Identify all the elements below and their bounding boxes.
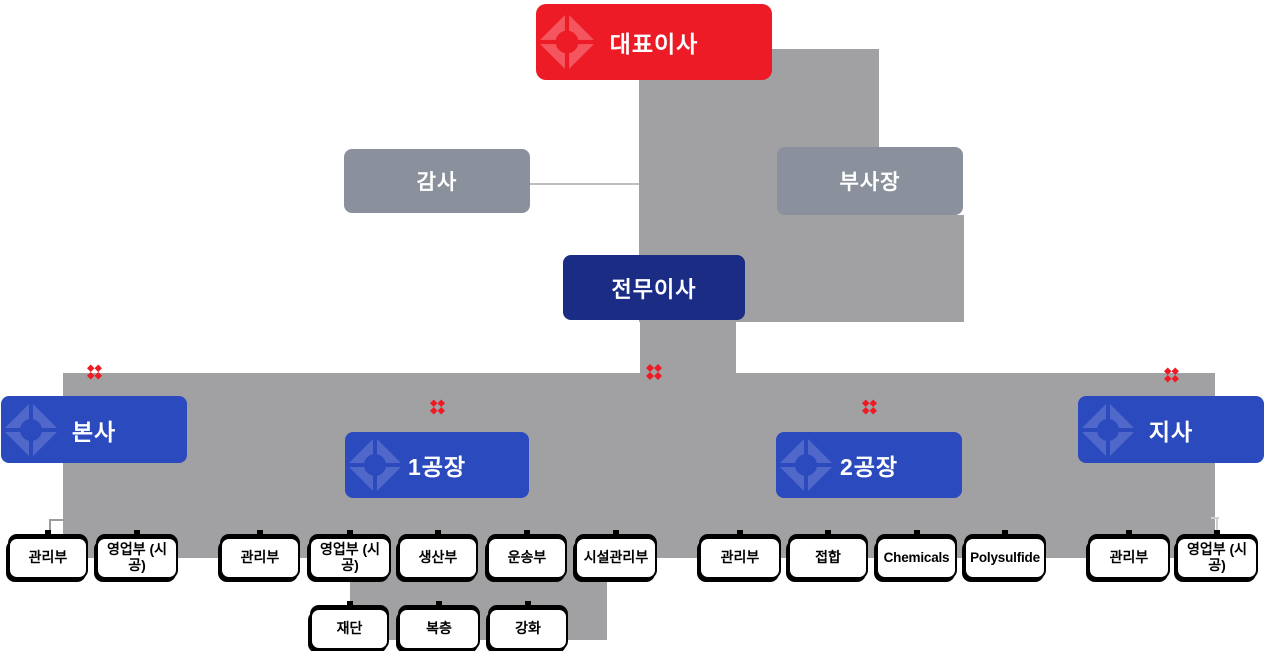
- node-managing-director-label: 전무이사: [611, 276, 697, 302]
- dept-f1-cutting: 재단: [310, 601, 389, 650]
- dept-f1-tempering: 강화: [488, 601, 568, 650]
- node-ceo: 대표이사: [536, 4, 772, 80]
- sparkle-icon: [3, 401, 59, 458]
- sparkle-icon: [538, 13, 596, 71]
- dept-branch-management: 관리부: [1088, 530, 1170, 579]
- dept-f2-bonding: 접합: [788, 530, 868, 579]
- dept-hq-sales: 영업부 (시공): [96, 530, 178, 579]
- dept-f1-transport: 운송부: [487, 530, 567, 579]
- node-vice-president-label: 부사장: [839, 171, 901, 194]
- red-sparkle-marker-icon: [430, 399, 445, 415]
- dept-f1-sales: 영업부 (시공): [309, 530, 391, 579]
- node-branch-label: 지사: [1148, 418, 1194, 445]
- node-factory2: 2공장: [776, 432, 962, 498]
- dept-f2-management: 관리부: [699, 530, 781, 579]
- dept-f1-laminating: 복층: [398, 601, 480, 650]
- hq-dept-elbow-horizontal: [49, 519, 65, 521]
- dept-hq-management: 관리부: [8, 530, 88, 579]
- sparkle-icon: [1080, 401, 1136, 458]
- sparkle-icon: [778, 437, 834, 493]
- connector-main-band: [63, 373, 1215, 558]
- sparkle-icon: [347, 437, 403, 493]
- node-branch: 지사: [1078, 396, 1264, 463]
- node-hq: 본사: [1, 396, 187, 463]
- node-factory1: 1공장: [345, 432, 529, 498]
- branch-dept-elbow-vertical: [1216, 517, 1218, 538]
- node-vice-president: 부사장: [777, 147, 963, 215]
- auditor-connector-line: [529, 183, 639, 185]
- red-sparkle-marker-icon: [87, 364, 102, 380]
- red-sparkle-marker-icon: [1164, 367, 1179, 383]
- hq-dept-elbow-vertical: [49, 519, 51, 538]
- node-factory2-label: 2공장: [839, 454, 899, 480]
- connector-center-column: [640, 322, 736, 374]
- node-managing-director: 전무이사: [563, 255, 745, 320]
- dept-f1-facility: 시설관리부: [575, 530, 657, 579]
- node-ceo-label: 대표이사: [609, 31, 699, 57]
- node-hq-label: 본사: [71, 418, 117, 445]
- node-auditor-label: 감사: [416, 171, 458, 194]
- dept-f2-polysulfide: Polysulfide: [964, 530, 1046, 579]
- connector-vp-block: [879, 215, 964, 322]
- red-sparkle-marker-icon: [862, 399, 877, 415]
- dept-f2-chemicals: Chemicals: [876, 530, 957, 579]
- red-sparkle-marker-icon: [646, 364, 662, 380]
- branch-dept-elbow-horizontal: [1211, 517, 1219, 519]
- node-auditor: 감사: [344, 149, 530, 213]
- node-factory1-label: 1공장: [407, 454, 467, 480]
- dept-branch-sales: 영업부 (시공): [1176, 530, 1258, 579]
- dept-f1-production: 생산부: [398, 530, 478, 579]
- dept-f1-management: 관리부: [220, 530, 300, 579]
